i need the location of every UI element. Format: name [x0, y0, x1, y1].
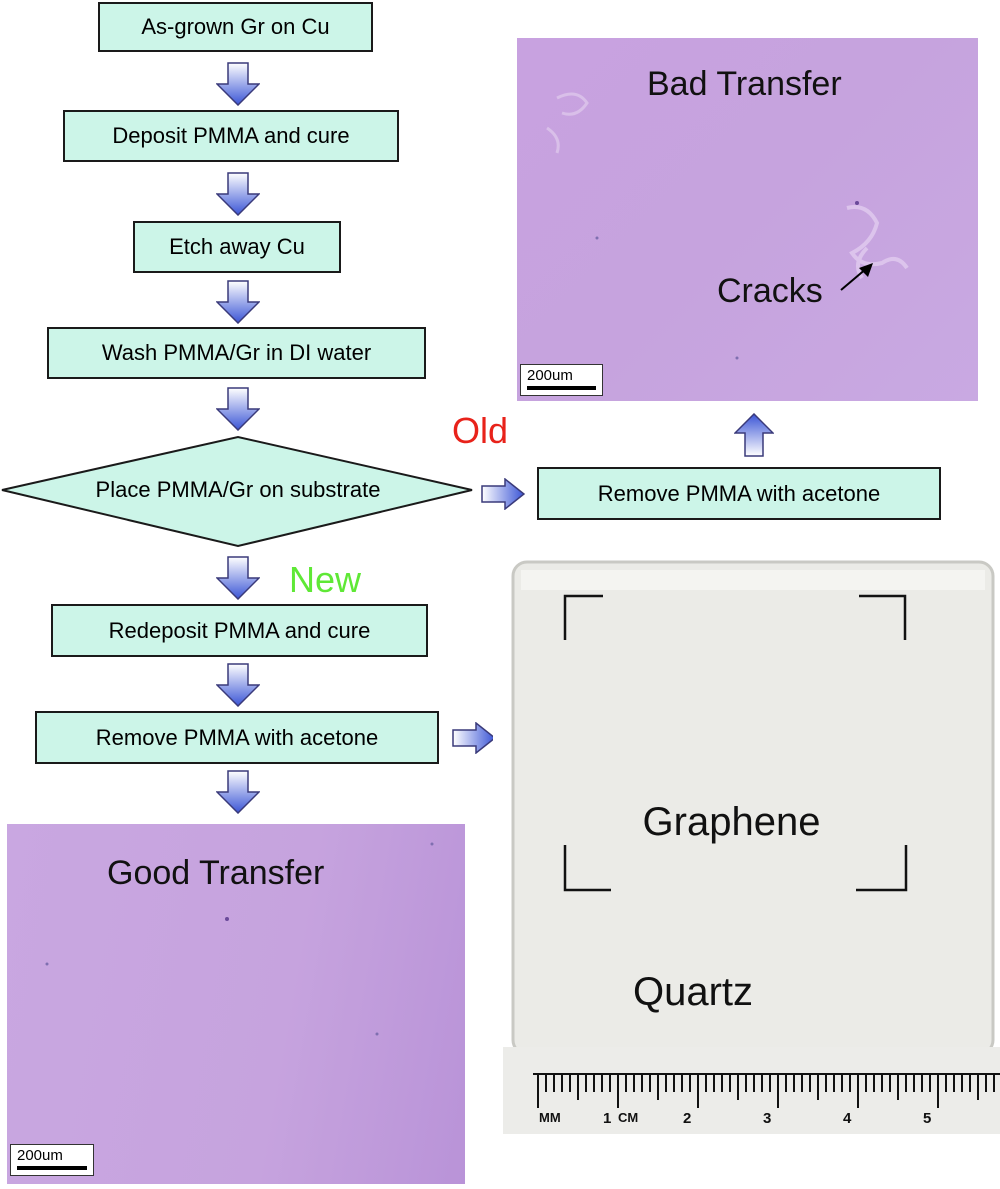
- redeposit-pmma-label: Redeposit PMMA and cure: [108, 617, 371, 643]
- down-arrow-icon: [216, 62, 260, 106]
- step-etch-cu-box: Etch away Cu: [133, 221, 341, 273]
- step-deposit-pmma-label: Deposit PMMA and cure: [112, 123, 350, 148]
- quartz-photo: Graphene Quartz MM 1 CM 2 3 4 5: [493, 552, 1000, 1134]
- particle-marks: [45, 842, 434, 1036]
- graphene-label: Graphene: [642, 800, 821, 844]
- crack-marks: [546, 92, 909, 360]
- step-grown-gr-label: As-grown Gr on Cu: [141, 14, 330, 39]
- down-arrow-icon: [216, 663, 260, 707]
- old-remove-pmma-label: Remove PMMA with acetone: [597, 480, 881, 506]
- bad-transfer-micrograph: Bad Transfer Cracks 200um: [517, 38, 978, 401]
- down-arrow-icon: [216, 770, 260, 814]
- new-remove-pmma-label: Remove PMMA with acetone: [95, 724, 379, 750]
- ruler-label: 4: [843, 1110, 852, 1127]
- ruler-label: CM: [618, 1110, 639, 1125]
- good-scale-label: 200um: [17, 1147, 63, 1164]
- down-arrow-icon: [216, 280, 260, 324]
- redeposit-pmma-box: Redeposit PMMA and cure: [51, 604, 428, 657]
- right-arrow-icon: [452, 722, 496, 754]
- up-arrow-icon: [734, 413, 774, 457]
- new-branch-label: New: [289, 559, 362, 600]
- decision-label: Place PMMA/Gr on substrate: [95, 477, 381, 502]
- step-etch-cu-label: Etch away Cu: [169, 234, 305, 259]
- new-remove-pmma-box: Remove PMMA with acetone: [35, 711, 439, 764]
- ruler-label: 3: [763, 1110, 772, 1127]
- decision-diamond: [1, 435, 473, 548]
- down-arrow-icon: [216, 387, 260, 431]
- ruler-label: MM: [539, 1110, 561, 1125]
- quartz-slide-drawing: [503, 560, 1000, 1134]
- step-deposit-pmma-box: Deposit PMMA and cure: [63, 110, 399, 162]
- bad-scale-bar: 200um: [520, 364, 603, 396]
- good-transfer-title: Good Transfer: [107, 854, 325, 892]
- right-arrow-icon: [481, 478, 525, 510]
- cracks-label: Cracks: [717, 272, 823, 310]
- bad-transfer-title: Bad Transfer: [647, 65, 842, 103]
- step-grown-gr-box: As-grown Gr on Cu: [98, 2, 373, 52]
- ruler-label: 2: [683, 1110, 692, 1127]
- ruler-scale: MM 1 CM 2 3 4 5: [493, 552, 1000, 1134]
- ruler-label: 5: [923, 1110, 932, 1127]
- ruler-label: 1: [603, 1110, 612, 1127]
- old-remove-pmma-box: Remove PMMA with acetone: [537, 467, 941, 520]
- cracks-arrow-icon: [840, 263, 873, 291]
- step-wash-box: Wash PMMA/Gr in DI water: [47, 327, 426, 379]
- down-arrow-icon: [216, 556, 260, 600]
- good-scale-bar: 200um: [10, 1144, 94, 1176]
- good-transfer-micrograph: Good Transfer 200um: [7, 824, 465, 1184]
- bad-scale-label: 200um: [527, 367, 573, 384]
- step-wash-label: Wash PMMA/Gr in DI water: [101, 340, 372, 365]
- down-arrow-icon: [216, 172, 260, 216]
- quartz-label: Quartz: [633, 970, 754, 1014]
- old-branch-label: Old: [452, 410, 509, 451]
